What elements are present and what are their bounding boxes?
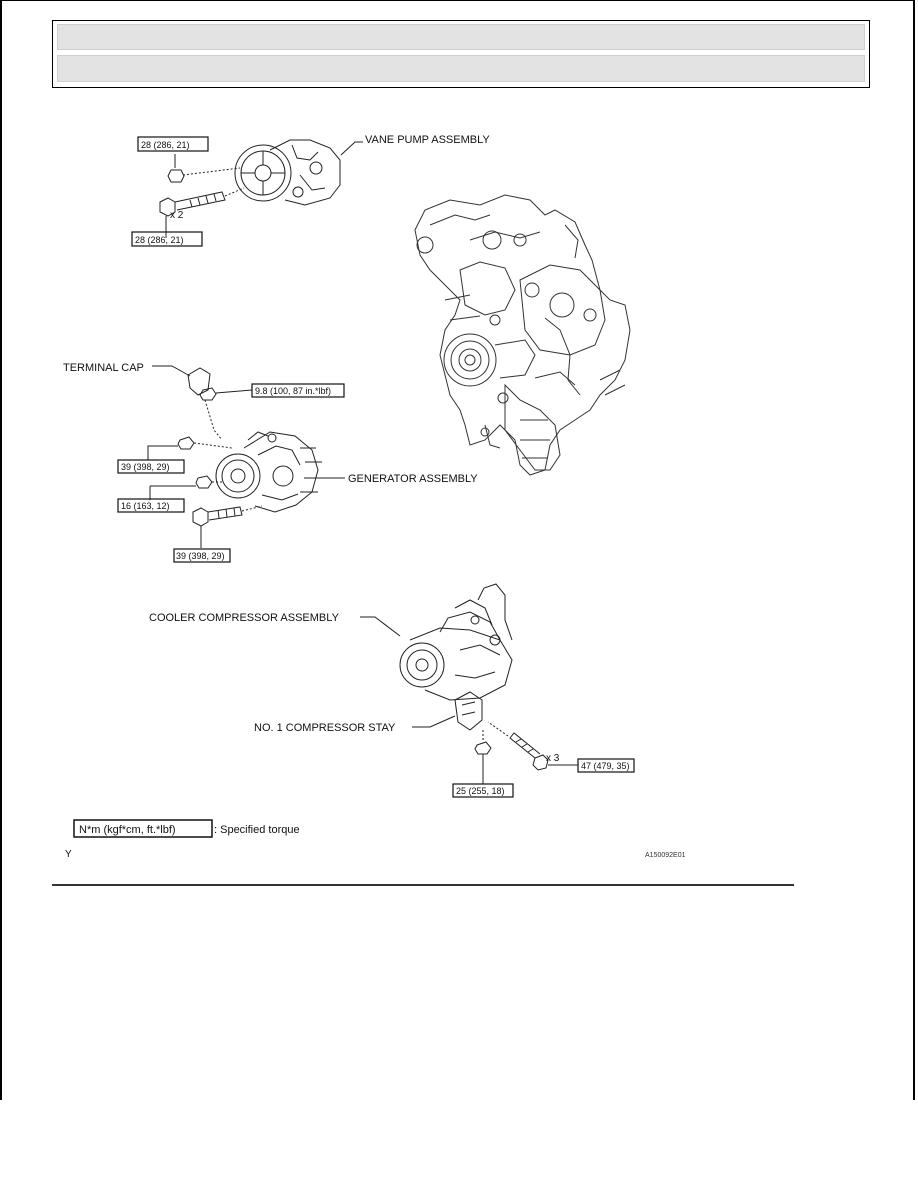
vane-bolts-multiplier: x 2 xyxy=(170,210,184,221)
page-frame xyxy=(0,0,915,1100)
terminal-nut xyxy=(199,387,253,441)
generator-nut-16 xyxy=(149,475,222,500)
compressor-drawing xyxy=(360,583,513,701)
compressor-nut xyxy=(474,730,492,784)
header-bar-bottom xyxy=(57,55,865,82)
generator-bolt xyxy=(192,505,263,548)
vane-pump-nut xyxy=(167,154,241,183)
figure-code: A150092E01 xyxy=(645,852,686,859)
vane-pump-bolt xyxy=(159,187,245,238)
vane-pump-leader xyxy=(340,141,363,156)
generator-label: GENERATOR ASSEMBLY xyxy=(348,473,478,485)
compressor-bolt xyxy=(487,721,578,771)
generator-nut-39 xyxy=(147,436,233,460)
footer-left-mark: Y xyxy=(65,849,72,860)
header-bar-top xyxy=(57,24,865,50)
vane-pump-label: VANE PUMP ASSEMBLY xyxy=(365,134,490,146)
legend-description: : Specified torque xyxy=(214,824,300,836)
header-box xyxy=(52,20,870,88)
terminal-cap-drawing xyxy=(152,365,211,396)
generator-drawing xyxy=(215,431,322,513)
terminal-cap-label: TERMINAL CAP xyxy=(63,362,144,374)
compressor-stay-label: NO. 1 COMPRESSOR STAY xyxy=(254,722,396,734)
torque-compressor-bolt: 47 (479, 35) xyxy=(581,761,630,771)
torque-box-frames xyxy=(73,136,635,838)
torque-generator-nut: 39 (398, 29) xyxy=(121,462,170,472)
legend-unit: N*m (kgf*cm, ft.*lbf) xyxy=(79,824,176,836)
bottom-rule xyxy=(52,884,794,886)
vane-pump-drawing xyxy=(234,139,341,206)
torque-compressor-nut: 25 (255, 18) xyxy=(456,786,505,796)
compressor-stay-drawing xyxy=(412,691,483,731)
torque-terminal-nut: 9.8 (100, 87 in.*lbf) xyxy=(255,386,331,396)
cooler-compressor-label: COOLER COMPRESSOR ASSEMBLY xyxy=(149,612,340,624)
engine-illustration xyxy=(414,194,631,476)
torque-generator-bolt: 39 (398, 29) xyxy=(176,551,225,561)
compressor-bolts-multiplier: x 3 xyxy=(546,753,560,764)
torque-vane-pump-nut: 28 (286, 21) xyxy=(141,140,190,150)
torque-generator-small-nut: 16 (163, 12) xyxy=(121,501,170,511)
torque-vane-pump-bolt: 28 (286, 21) xyxy=(135,235,184,245)
